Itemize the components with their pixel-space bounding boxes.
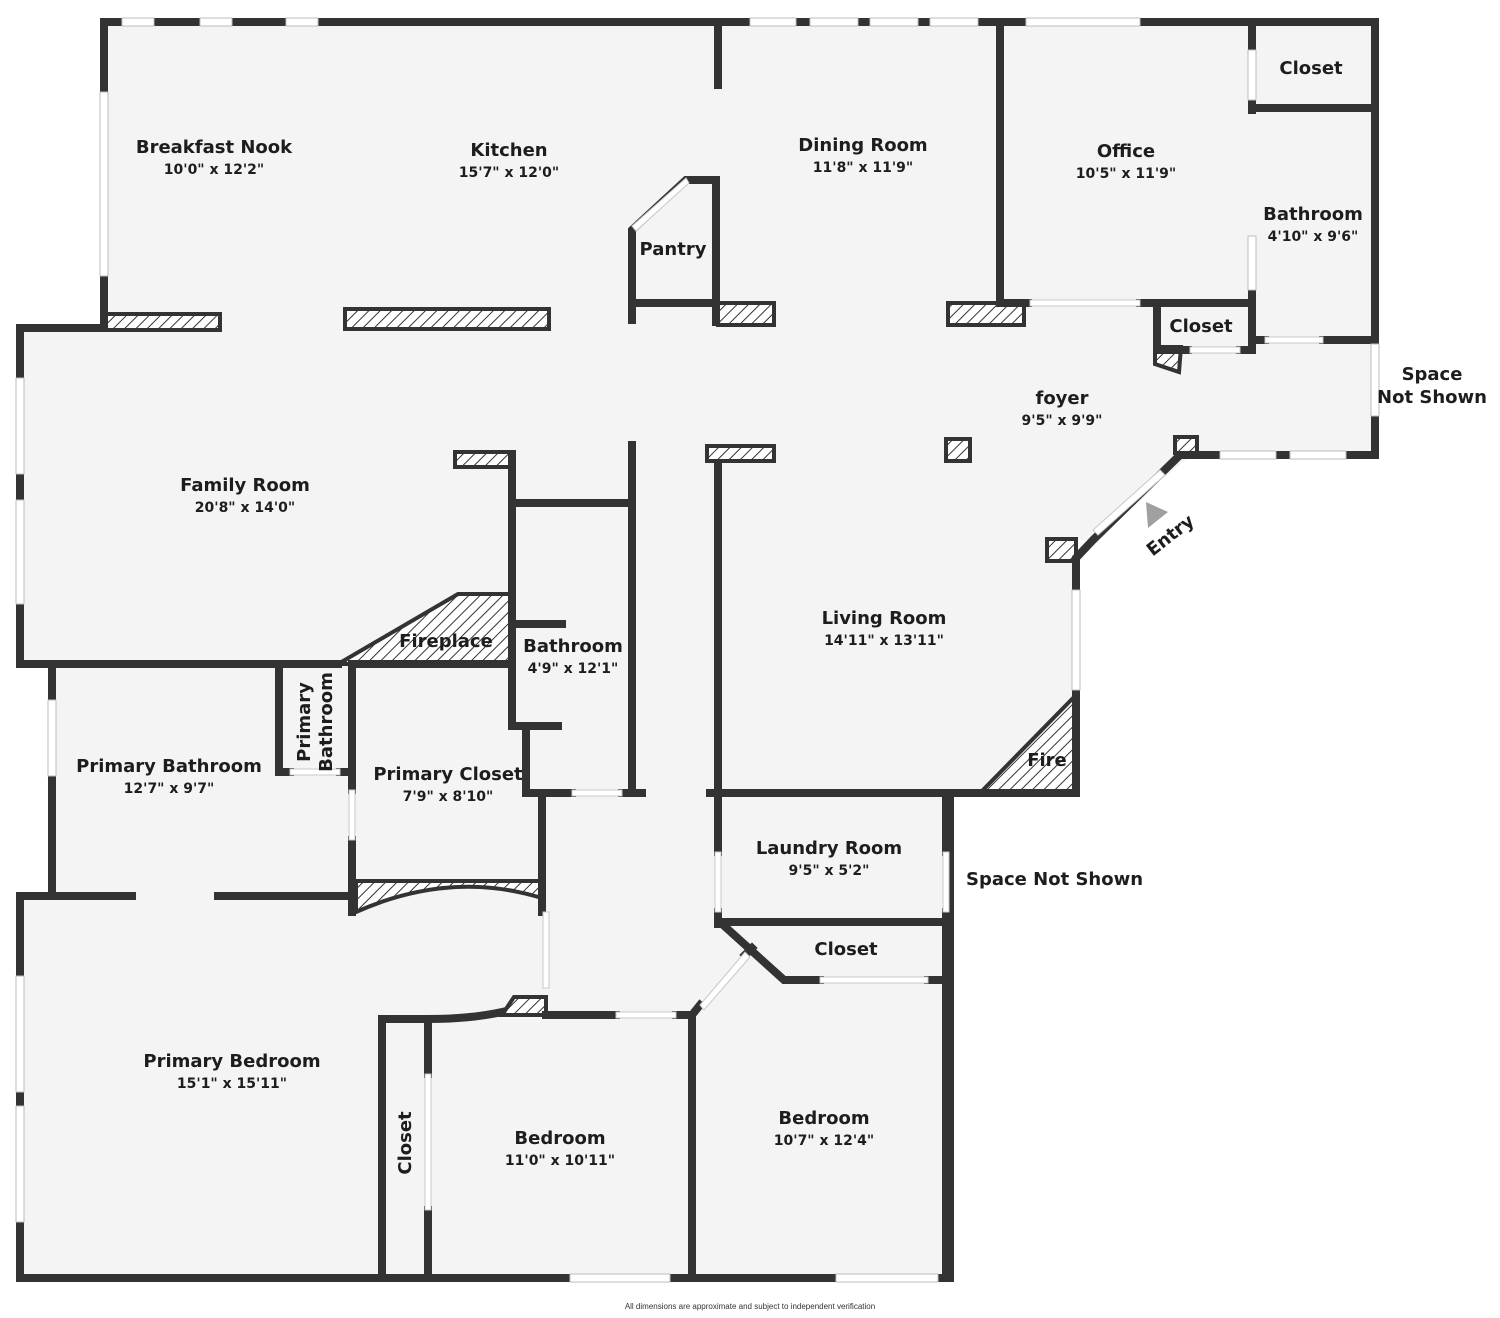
floor-area [20, 22, 1375, 1278]
room-name-closet-ne: Closet [1279, 58, 1343, 79]
room-name-primary-bedroom: Primary Bedroom [143, 1051, 320, 1072]
room-name-kitchen: Kitchen [470, 140, 547, 161]
room-name-primary-bathroom: Primary Bathroom [76, 756, 262, 777]
room-dims-bathroom-ne: 4'10" x 9'6" [1268, 229, 1359, 245]
space-not-shown-top-line1: Space [1402, 364, 1463, 385]
room-name-closet-bedroom: Closet [395, 1111, 416, 1175]
room-name-closet-laundry: Closet [814, 939, 878, 960]
room-name-dining-room: Dining Room [798, 135, 927, 156]
room-name-laundry-room: Laundry Room [756, 838, 902, 859]
room-dims-bathroom-hall: 4'9" x 12'1" [528, 661, 619, 677]
room-name-breakfast-nook: Breakfast Nook [136, 137, 293, 158]
door-openings [289, 177, 1324, 1211]
room-dims-family-room: 20'8" x 14'0" [195, 500, 295, 516]
walls [16, 18, 1379, 1282]
room-dims-foyer: 9'5" x 9'9" [1022, 413, 1103, 429]
entry-arrow-icon [1146, 502, 1168, 528]
space-not-shown-top-line2: Not Shown [1377, 387, 1487, 408]
room-name-primary-wc-line2: Bathroom [316, 672, 337, 772]
room-name-primary-wc-line1: Primary [294, 682, 315, 762]
room-name-bathroom-ne: Bathroom [1263, 204, 1363, 225]
room-dims-breakfast-nook: 10'0" x 12'2" [164, 162, 264, 178]
room-labels: Breakfast Nook 10'0" x 12'2" Kitchen 15'… [76, 58, 1487, 1175]
room-name-pantry: Pantry [640, 239, 707, 260]
room-dims-primary-bedroom: 15'1" x 15'11" [177, 1076, 287, 1092]
room-name-foyer: foyer [1035, 388, 1088, 409]
space-not-shown-mid: Space Not Shown [966, 869, 1143, 890]
hatched-features [104, 301, 1199, 1017]
room-name-closet-foyer: Closet [1169, 316, 1233, 337]
room-dims-dining-room: 11'8" x 11'9" [813, 160, 913, 176]
room-name-office: Office [1097, 141, 1155, 162]
room-name-fire: Fire [1027, 750, 1067, 771]
room-name-fireplace: Fireplace [399, 631, 493, 652]
room-name-bedroom-center: Bedroom [514, 1128, 605, 1149]
room-name-living-room: Living Room [822, 608, 947, 629]
room-dims-primary-closet: 7'9" x 8'10" [403, 789, 494, 805]
windows [15, 17, 1380, 1283]
disclaimer-footer: All dimensions are approximate and subje… [624, 1302, 876, 1311]
room-dims-office: 10'5" x 11'9" [1076, 166, 1176, 182]
room-dims-living-room: 14'11" x 13'11" [824, 633, 944, 649]
room-dims-bedroom-right: 10'7" x 12'4" [774, 1133, 874, 1149]
room-dims-laundry-room: 9'5" x 5'2" [789, 863, 870, 879]
room-name-primary-closet: Primary Closet [373, 764, 523, 785]
room-name-family-room: Family Room [180, 475, 310, 496]
room-dims-kitchen: 15'7" x 12'0" [459, 165, 559, 181]
room-dims-primary-bathroom: 12'7" x 9'7" [124, 781, 215, 797]
room-name-bathroom-hall: Bathroom [523, 636, 623, 657]
room-name-bedroom-right: Bedroom [778, 1108, 869, 1129]
room-dims-bedroom-center: 11'0" x 10'11" [505, 1153, 615, 1169]
